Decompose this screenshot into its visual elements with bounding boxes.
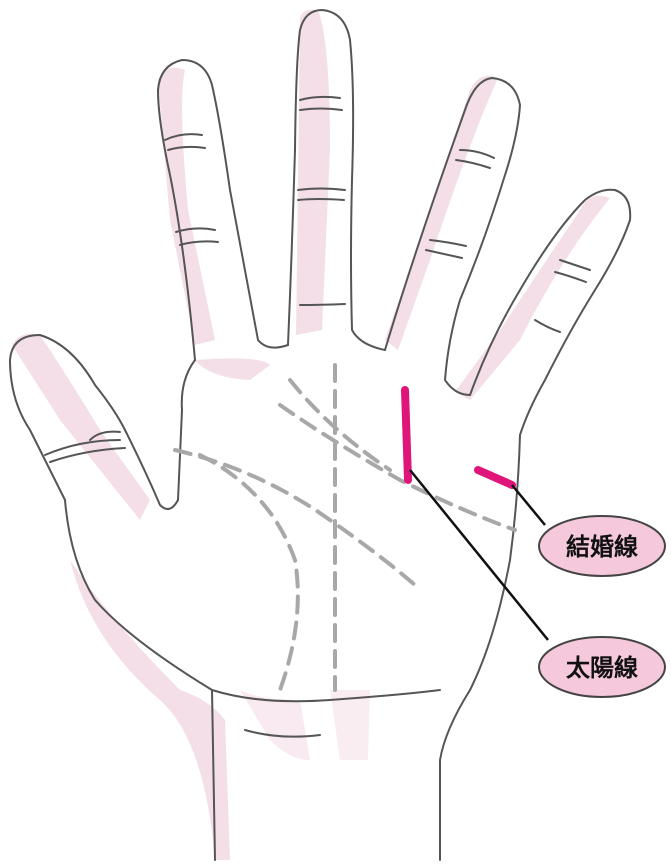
sun-line-label: 太陽線 [539, 637, 665, 697]
highlight-lines [405, 390, 512, 485]
marriage-line-text: 結婚線 [566, 533, 638, 561]
marriage-line-label: 結婚線 [539, 516, 665, 576]
marriage-line-mark [478, 470, 512, 485]
head-line [175, 450, 415, 585]
leader-lines [410, 470, 548, 640]
sun-line-mark [405, 390, 408, 480]
minor-line [290, 380, 390, 470]
palm-dashed-lines [175, 365, 515, 690]
sun-leader [410, 470, 548, 640]
sun-line-text: 太陽線 [566, 654, 638, 682]
